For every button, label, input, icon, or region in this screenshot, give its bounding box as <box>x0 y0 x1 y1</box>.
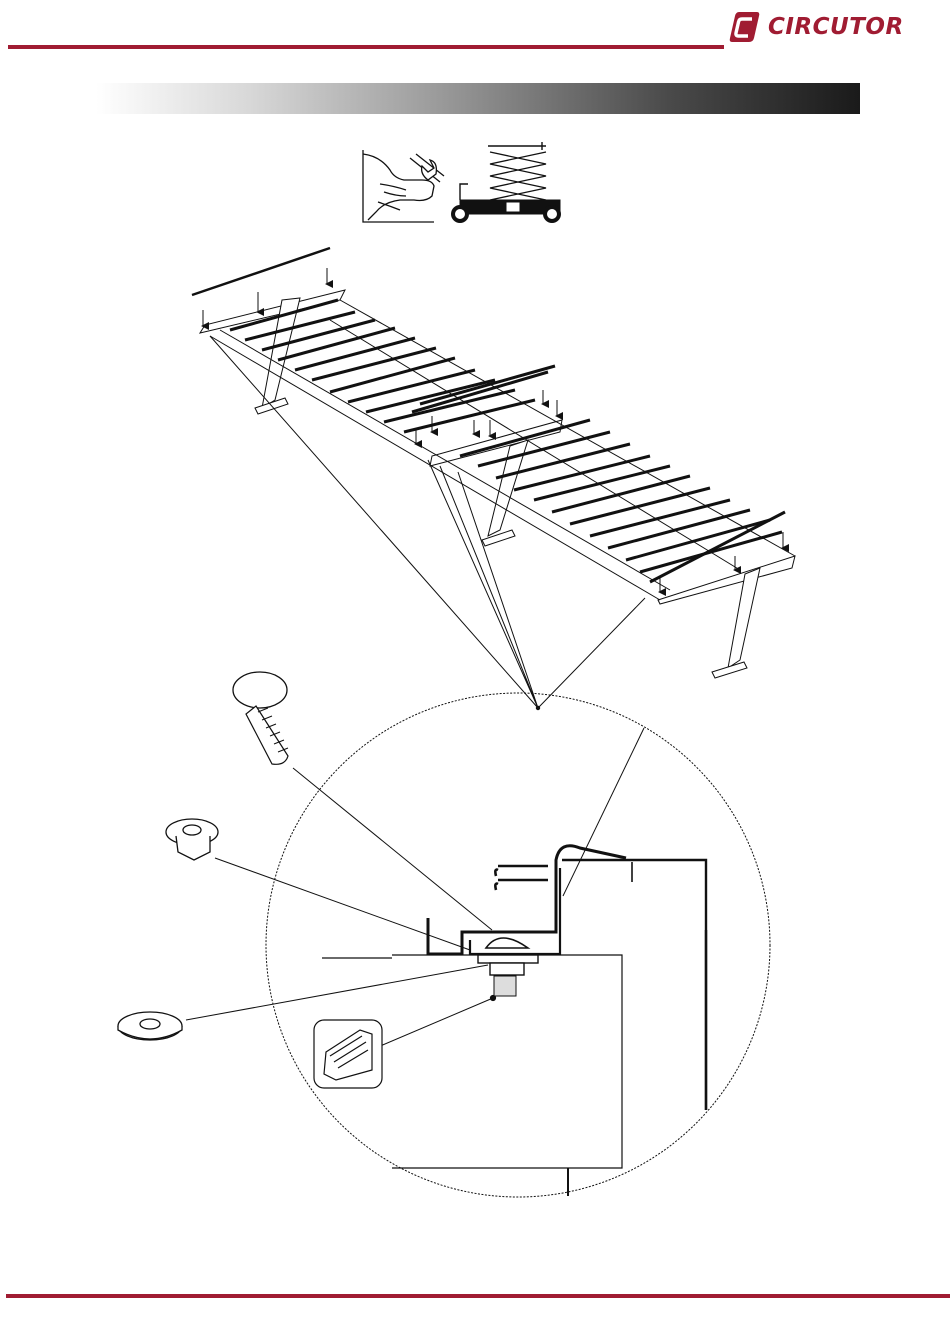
flange-nut-icon <box>166 819 218 860</box>
carriage-bolt-icon <box>233 672 288 764</box>
flat-washer-icon <box>118 1012 182 1040</box>
profile-rail-icon <box>314 1020 382 1088</box>
clamp-cross-section <box>186 728 706 1196</box>
carport-structure <box>192 248 795 708</box>
footer-rule <box>6 1294 950 1298</box>
